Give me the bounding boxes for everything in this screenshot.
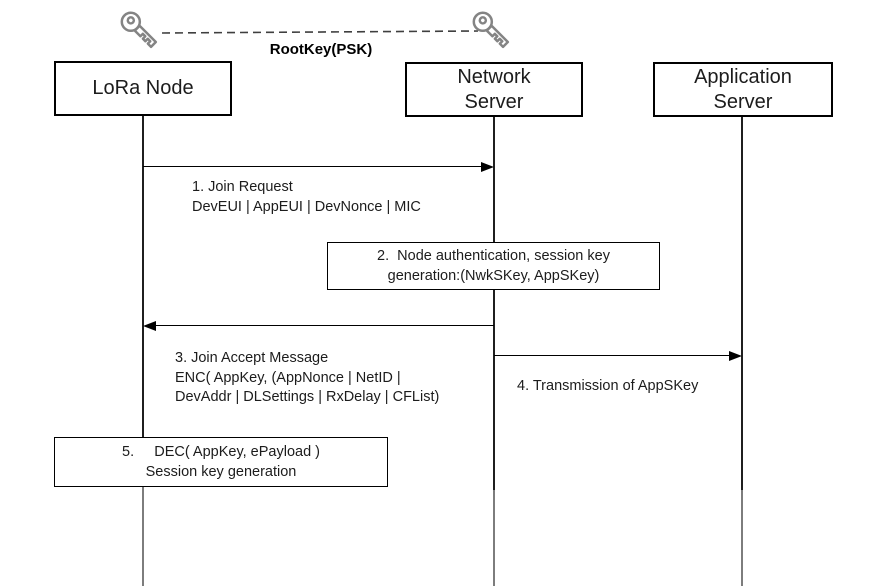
note-node-authentication: 2. Node authentication, session key gene… [327,242,660,290]
lifeline-application-server [741,117,743,490]
psk-dashed-link-line [161,30,479,34]
lifeline-network-server [493,490,495,586]
lifeline-network-server [493,117,495,490]
message-line: ENC( AppKey, (AppNonce | NetID | [175,369,401,386]
arrow-join-request [143,166,481,167]
message-3-join-accept: 3. Join Accept Message ENC( AppKey, (App… [175,349,439,408]
message-line: DevAddr | DLSettings | RxDelay | CFList) [175,389,440,405]
actor-label: Server [464,90,524,113]
note-dec-session-key: 5. DEC( AppKey, ePayload ) Session key g… [54,437,388,487]
message-1-join-request: 1. Join Request DevEUI | AppEUI | DevNon… [192,178,421,217]
actor-label: Network [457,65,531,88]
arrowhead-left-icon [143,321,156,331]
arrowhead-right-icon [729,351,742,361]
lifeline-lora-node [142,487,144,586]
rootkey-psk-label: RootKey(PSK) [269,41,373,58]
note-line: 2. Node authentication, session key [377,248,610,264]
note-line: Session key generation [145,464,297,480]
arrowhead-right-icon [481,162,494,172]
message-line: 4. Transmission of AppSKey [517,378,699,394]
message-line: 3. Join Accept Message [175,350,329,366]
lifeline-application-server [741,490,743,586]
actor-label: Server [713,90,773,113]
message-line: 1. Join Request [192,179,293,195]
message-4-appskey: 4. Transmission of AppSKey [517,377,698,397]
arrow-join-accept [156,325,494,326]
actor-box-application-server: Application Server [653,62,833,117]
key-icon [472,11,510,49]
actor-label: Application [694,65,792,88]
actor-label: LoRa Node [92,77,194,99]
actor-box-network-server: Network Server [405,62,583,117]
actor-box-lora-node: LoRa Node [54,61,232,116]
note-line: generation:(NwkSKey, AppSKey) [387,268,600,284]
key-icon [120,11,158,49]
message-line: DevEUI | AppEUI | DevNonce | MIC [192,198,421,215]
arrow-appskey-transmission [494,355,729,356]
lifeline-lora-node [142,116,144,437]
note-line: 5. DEC( AppKey, ePayload ) [122,444,320,460]
